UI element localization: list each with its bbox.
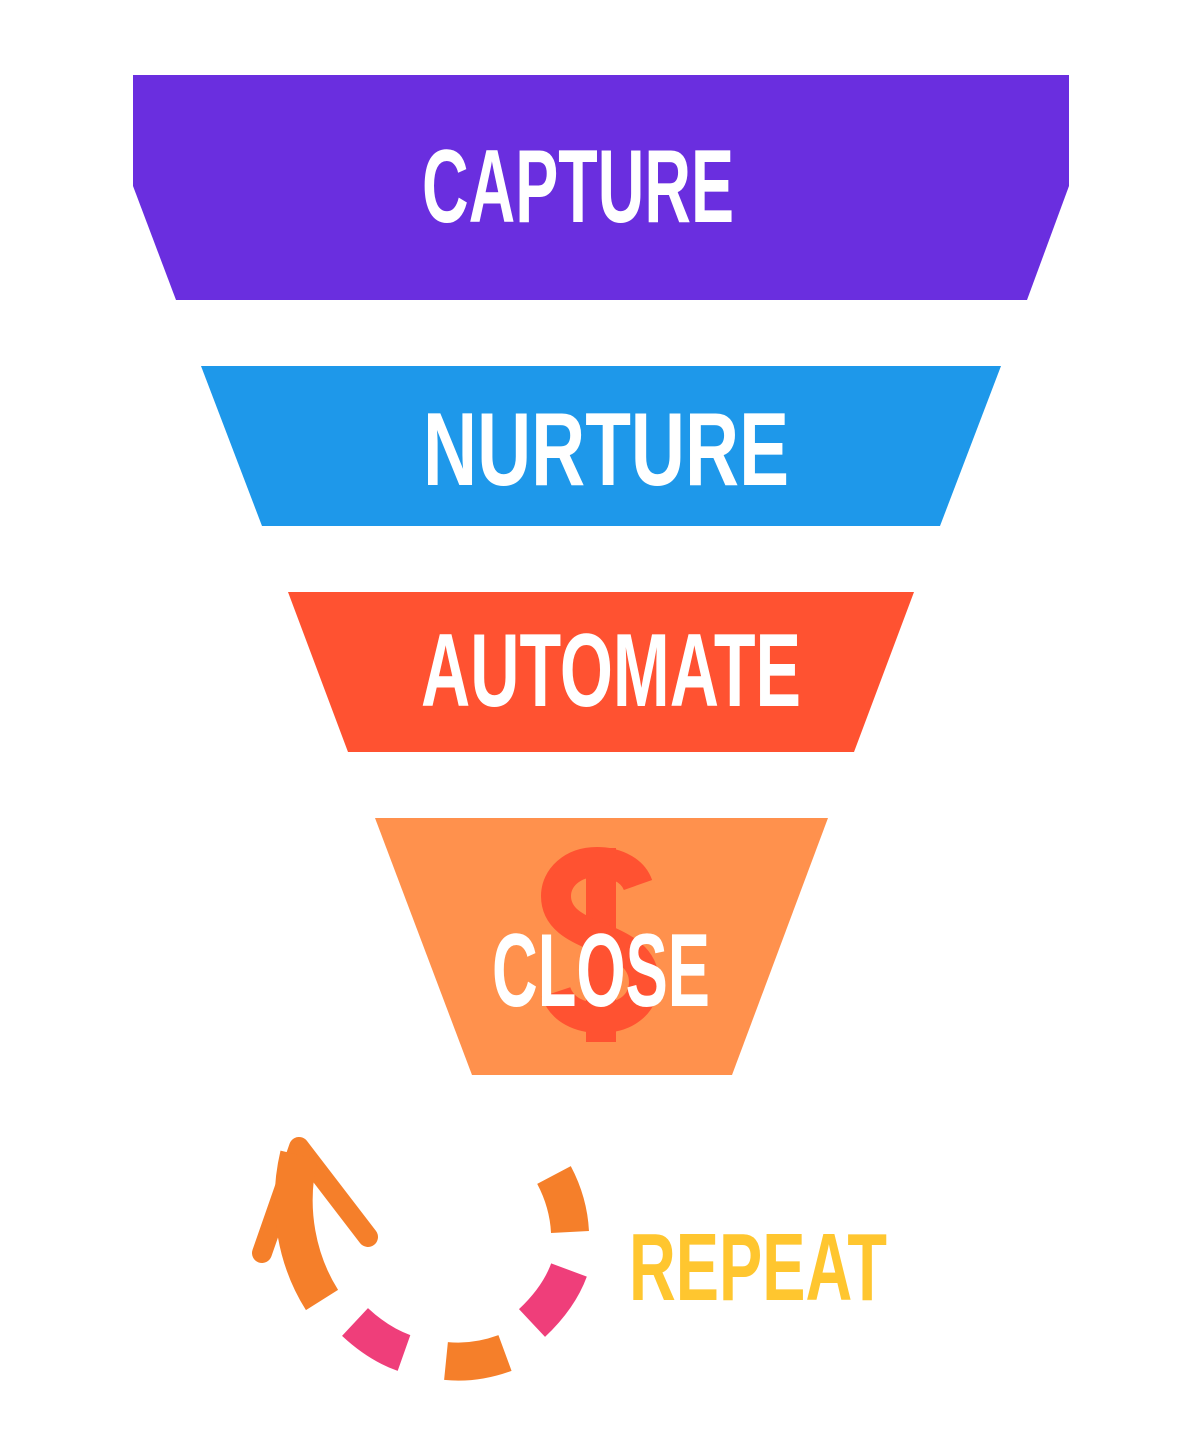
stage-label: CAPTURE [422, 129, 734, 245]
dollar-icon [541, 847, 659, 1042]
stage-label: NURTURE [423, 392, 789, 508]
funnel-stage-automate: AUTOMATE [288, 592, 914, 752]
funnel-stage-capture: CAPTURE [133, 75, 1069, 300]
arrow-head [252, 1137, 378, 1263]
funnel-stage-nurture: NURTURE [201, 366, 1001, 526]
stage-label: CLOSE [492, 913, 710, 1029]
cycle-arrow-icon [252, 1137, 589, 1381]
arrow-dash [537, 1166, 589, 1234]
stage-label: AUTOMATE [421, 613, 801, 729]
stage-shape [201, 366, 1001, 526]
arrow-dash [518, 1262, 587, 1337]
funnel-stage-close: CLOSE [375, 818, 828, 1075]
arrow-shaft [274, 1150, 339, 1311]
arrow-dash [342, 1307, 411, 1371]
arrow-dash [444, 1335, 512, 1381]
stage-shape [133, 75, 1069, 300]
repeat-label: REPEAT [629, 1214, 887, 1321]
stage-shape [288, 592, 914, 752]
